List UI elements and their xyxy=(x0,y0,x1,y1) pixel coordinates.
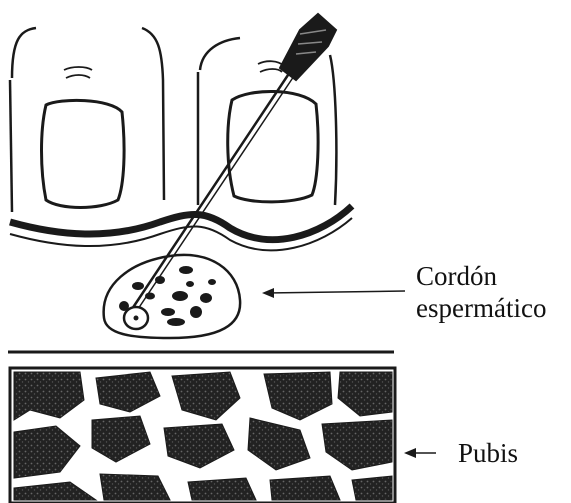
spermatic-cord-label-line2: espermático xyxy=(416,292,546,324)
spermatic-cord-label: Cordón espermático xyxy=(416,260,546,324)
needle-hub xyxy=(280,14,336,80)
pubis-label: Pubis xyxy=(458,437,518,469)
cord-arrow-line xyxy=(266,291,405,293)
left-fingernail xyxy=(42,100,125,207)
left-finger xyxy=(10,28,164,212)
spermatic-cord xyxy=(104,255,240,338)
cord-arrow-head xyxy=(262,288,274,298)
pubis-bone xyxy=(10,368,395,503)
pubis-arrow-head xyxy=(404,448,416,458)
spermatic-cord-label-line1: Cordón xyxy=(416,260,546,292)
